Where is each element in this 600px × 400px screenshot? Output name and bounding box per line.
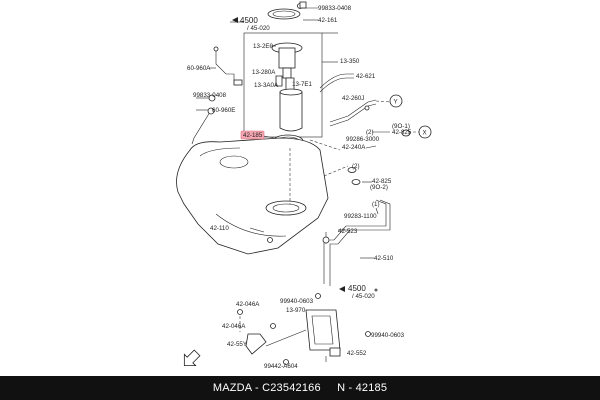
- tank-contour-lower: [215, 213, 287, 237]
- bolt: [270, 323, 276, 329]
- label: 99833-0408: [318, 5, 352, 12]
- filler-end: [401, 129, 411, 137]
- hose-42-260j-outer: [329, 103, 377, 127]
- grommet: [207, 107, 215, 115]
- bracket-42-552: [329, 347, 341, 357]
- tank-pump-opening-inner: [272, 203, 300, 213]
- breather-hose: [323, 199, 387, 284]
- label: 42-825: [372, 178, 392, 185]
- pump-body: [278, 47, 296, 69]
- ref-triangle-icon: [339, 286, 345, 292]
- tank-boss: [219, 155, 249, 169]
- label: 42-110: [210, 225, 229, 232]
- tank-contour: [199, 147, 241, 157]
- bolt: [237, 309, 243, 315]
- label: (9O-2): [370, 184, 388, 191]
- label: 99833-0408: [193, 92, 227, 99]
- hose-42-260j: [329, 99, 377, 123]
- connector: [213, 46, 219, 52]
- label: (2): [352, 163, 360, 170]
- dot: [374, 288, 378, 292]
- ref-triangle-icon: [232, 17, 238, 23]
- label: 13-7E1: [292, 81, 313, 88]
- clip: [283, 359, 289, 365]
- leader-line: [249, 227, 265, 233]
- pump-ring-inner: [272, 10, 296, 18]
- label: 99286-3000: [346, 136, 380, 143]
- label: 42-523: [338, 228, 358, 235]
- screw-head: [299, 1, 307, 9]
- pump-connector: [282, 67, 292, 79]
- tank-pump-opening: [265, 200, 307, 216]
- label: 42-046A: [222, 323, 246, 330]
- label: (2): [366, 129, 374, 136]
- highlight-box: [240, 130, 265, 140]
- label: / 45-020: [352, 293, 375, 300]
- bracket-42-55y: [245, 333, 267, 355]
- clamp: [351, 179, 361, 185]
- label: 99940-0603: [371, 332, 405, 339]
- label: 13-280A: [252, 69, 276, 76]
- connector-block: [233, 79, 243, 86]
- label: 42-161: [318, 17, 338, 24]
- label: 13-970: [286, 307, 306, 314]
- label: (1): [372, 201, 380, 208]
- label: 99442-A604: [264, 363, 298, 370]
- filler-pipe: [344, 132, 406, 172]
- label: X: [423, 130, 427, 137]
- parts-diagram: 99833-0408 4500 / 45-020 42-161 13-2E0 1…: [176, 1, 432, 370]
- label: 99940-0603: [280, 298, 314, 305]
- nut: [365, 331, 371, 337]
- label: 60-960A: [187, 65, 211, 72]
- guide-line: [323, 165, 349, 177]
- caption-bar: MAZDA - C23542166 N - 42185: [0, 376, 600, 400]
- bracket-ring: [322, 236, 330, 244]
- label: 13-3A0A: [254, 82, 279, 89]
- clamp: [347, 167, 357, 173]
- label: 42-825: [392, 129, 412, 136]
- hose-42-621-outer: [319, 77, 354, 93]
- label: Y: [394, 99, 398, 106]
- label: 42-046A: [236, 301, 260, 308]
- pump-reservoir: [279, 91, 303, 132]
- ref-circle-x: [418, 125, 432, 139]
- leader-line: [263, 135, 275, 139]
- ref-line: [375, 100, 393, 103]
- label: 42-510: [374, 255, 394, 262]
- ref-circle-y: [389, 94, 403, 108]
- label: 42-55Y: [227, 341, 247, 348]
- leader-line: [365, 145, 377, 149]
- label: 4500: [348, 284, 366, 293]
- label: 42-185: [243, 132, 263, 139]
- nut: [315, 293, 321, 299]
- caption-text: MAZDA - C23542166 N - 42185: [212, 382, 388, 394]
- wire-lower: [191, 111, 211, 145]
- label: / 45-020: [247, 25, 270, 32]
- fuel-tank-42-110: [176, 137, 329, 255]
- reservoir-top: [279, 88, 303, 96]
- hose-42-621: [319, 73, 354, 89]
- connector-hose: [265, 329, 307, 347]
- label: 42-552: [347, 350, 367, 357]
- breather-hose-outer: [329, 199, 391, 286]
- label: 4500: [240, 16, 258, 25]
- wire-harness: [215, 50, 235, 82]
- leader-line: [375, 207, 379, 215]
- label: (9O-1): [392, 123, 410, 130]
- label: 13-350: [340, 58, 360, 65]
- guide-line: [309, 139, 341, 151]
- label: 60-960E: [212, 107, 235, 114]
- label: 42-260J: [342, 95, 364, 102]
- filter-small: [275, 75, 283, 87]
- bolt: [267, 237, 273, 243]
- label: 42-240A: [342, 144, 366, 151]
- clip: [364, 105, 370, 111]
- front-arrow-icon: [183, 349, 201, 367]
- canister-face: [311, 315, 334, 345]
- label: 99283-1100: [344, 213, 377, 220]
- label: 42-621: [356, 73, 376, 80]
- label: 13-2E0: [253, 43, 274, 50]
